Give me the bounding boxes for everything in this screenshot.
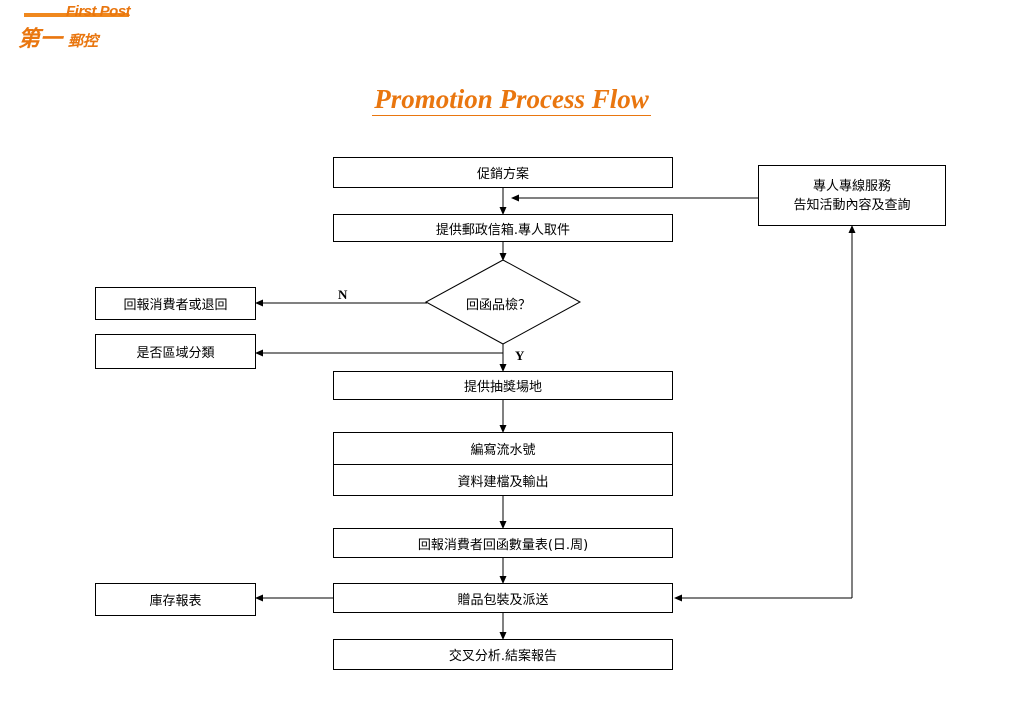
node-lottery-venue: 提供抽獎場地 <box>333 371 673 400</box>
node-serial-number: 編寫流水號 <box>333 432 673 465</box>
node-data-filing: 資料建檔及輸出 <box>333 464 673 496</box>
logo-english: First Post <box>66 3 131 20</box>
node-promotion-plan: 促銷方案 <box>333 157 673 188</box>
node-report-or-return: 回報消費者或退回 <box>95 287 256 320</box>
logo-bar <box>24 13 129 17</box>
label-no: N <box>338 287 348 302</box>
service-line-2: 告知活動內容及查詢 <box>793 197 911 213</box>
page-title: Promotion Process Flow <box>0 84 1023 116</box>
node-inspection: 回函品檢？ <box>466 298 532 313</box>
node-analysis-report: 交叉分析.結案報告 <box>333 639 673 670</box>
logo-chinese: 第一郵控 <box>18 21 98 53</box>
logo-chinese-large: 第一 <box>18 27 63 52</box>
node-gift-delivery: 贈品包裝及派送 <box>333 583 673 613</box>
node-pickup: 提供郵政信箱.專人取件 <box>333 214 673 242</box>
node-region-classify: 是否區域分類 <box>95 334 256 369</box>
service-line-1: 專人專線服務 <box>812 178 891 194</box>
label-yes: Y <box>515 348 525 363</box>
first-post-logo: First Post 第一郵控 <box>14 3 139 53</box>
inspection-diamond <box>424 259 582 345</box>
page-title-text: Promotion Process Flow <box>372 84 651 116</box>
logo-chinese-small: 郵控 <box>68 32 99 50</box>
node-inventory-report: 庫存報表 <box>95 583 256 616</box>
node-report-count: 回報消費者回函數量表(日.周) <box>333 528 673 558</box>
node-service: 專人專線服務 告知活動內容及查詢 <box>758 165 946 226</box>
